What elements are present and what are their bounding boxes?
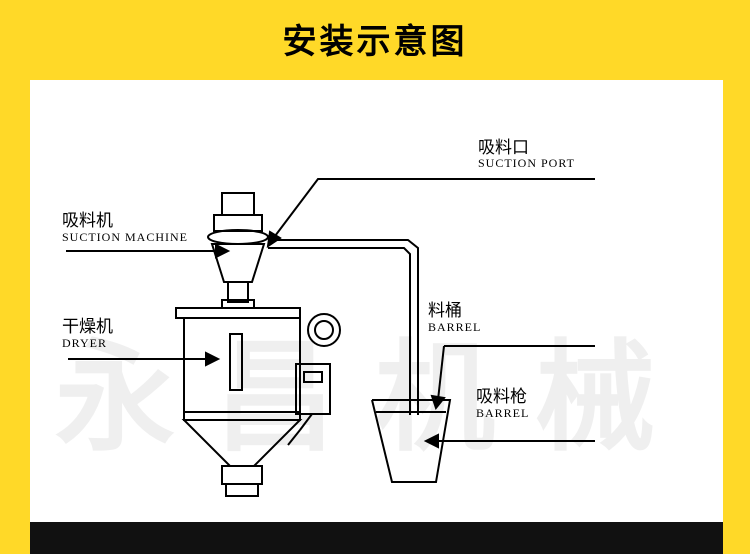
barrel-arrowhead bbox=[430, 394, 446, 411]
suction-port-arrowhead bbox=[266, 230, 282, 249]
control-box bbox=[295, 363, 331, 415]
suction-machine-valve bbox=[227, 281, 249, 303]
suction-gun-label-en: BARREL bbox=[476, 406, 530, 420]
watermark: 永昌机械 bbox=[55, 329, 695, 468]
pipe-outer bbox=[268, 239, 419, 415]
barrel bbox=[371, 399, 452, 483]
suction-port-label-en: SUCTION PORT bbox=[478, 156, 575, 170]
dryer-discharge bbox=[221, 465, 263, 485]
blower-duct bbox=[299, 413, 313, 431]
suction-machine-arrowhead bbox=[215, 243, 231, 259]
page-title: 安装示意图 bbox=[282, 22, 468, 62]
dryer-lid bbox=[175, 307, 301, 319]
dryer-label: 干燥机 bbox=[62, 317, 113, 337]
dryer-arrowhead bbox=[205, 351, 221, 367]
suction-gun-arrowhead bbox=[423, 433, 439, 449]
diagram-panel bbox=[30, 80, 723, 522]
dryer-flange bbox=[225, 483, 259, 497]
control-display bbox=[303, 371, 323, 383]
barrel-label-en: BARREL bbox=[428, 320, 482, 334]
suction-machine-body bbox=[213, 214, 263, 232]
blower bbox=[307, 313, 341, 347]
barrel-label: 料桶 bbox=[428, 301, 462, 321]
machine-drawing bbox=[175, 192, 452, 497]
suction-machine-label: 吸料机 bbox=[62, 211, 113, 231]
blower-hub bbox=[314, 320, 334, 340]
barrel-arrow-bend bbox=[437, 345, 445, 401]
pipe-inner bbox=[268, 247, 411, 415]
duct-lower bbox=[287, 429, 301, 446]
suction-port-label: 吸料口 bbox=[478, 138, 529, 158]
suction-machine-hopper bbox=[210, 243, 266, 283]
dryer-label-en: DRYER bbox=[62, 336, 108, 350]
dryer-band bbox=[183, 411, 301, 421]
leader-arrows bbox=[66, 178, 595, 449]
dryer-sight-glass bbox=[229, 333, 243, 391]
suction-machine-label-en: SUCTION MACHINE bbox=[62, 230, 188, 244]
bottom-bar bbox=[30, 522, 723, 554]
dryer-cone bbox=[181, 419, 303, 467]
suction-port-arrow-line bbox=[271, 178, 595, 241]
suction-machine-ring bbox=[207, 229, 269, 245]
suction-gun-label: 吸料枪 bbox=[476, 387, 527, 407]
motor-housing bbox=[221, 192, 255, 216]
